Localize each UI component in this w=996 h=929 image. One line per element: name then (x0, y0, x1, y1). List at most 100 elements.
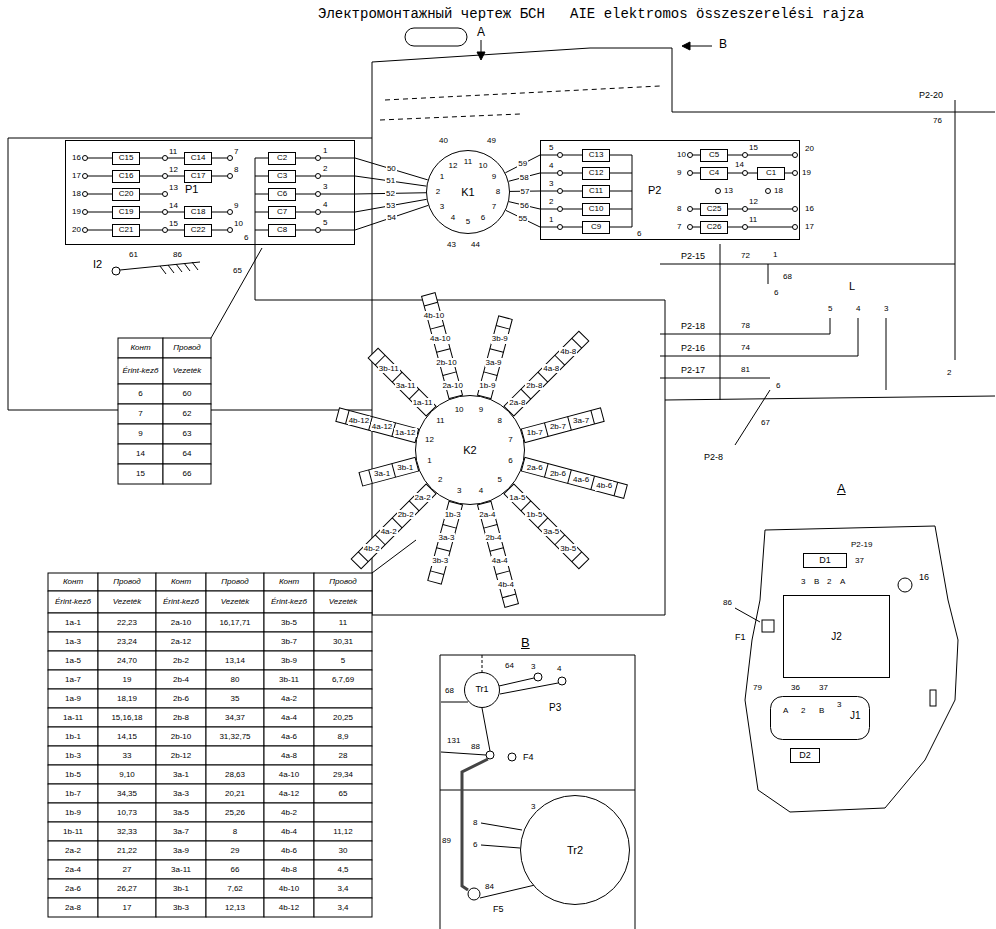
table-cell (314, 670, 372, 689)
drawing-line (735, 390, 770, 445)
switch-ray (521, 457, 627, 498)
table-cell (48, 727, 98, 746)
table-cell (156, 784, 206, 803)
table-cell-text: 4a-6 (265, 732, 313, 741)
table-header: Vezeték (164, 366, 210, 375)
contact-label: 3b-9 (491, 334, 509, 343)
component-label: J1 (850, 710, 861, 721)
ray-divider (484, 372, 498, 376)
table-cell (48, 591, 98, 613)
drawing-circle (83, 156, 88, 161)
drawing-path (380, 114, 520, 120)
table-cell (314, 708, 372, 727)
drawing-polyline (372, 300, 665, 615)
table-cell-text: 3a-7 (157, 827, 205, 836)
drawing-circle (228, 156, 233, 161)
drawing-circle (793, 225, 798, 230)
drawing-g (83, 156, 321, 233)
table-cell-text: 64 (164, 449, 210, 458)
wire-connector (509, 202, 540, 209)
component-label: C11 (589, 187, 603, 196)
ray-divider (358, 552, 368, 562)
table-cell (264, 841, 314, 860)
drawing-line (665, 396, 995, 400)
table-cell-text: 1b-1 (49, 732, 97, 741)
drawing-line (858, 318, 859, 356)
table-cell-text: 1b-11 (49, 827, 97, 836)
table-cell (98, 651, 156, 670)
drawing-circle (163, 228, 168, 233)
callout-number: 5 (548, 143, 554, 152)
table-header: Érint-kező (49, 597, 97, 606)
callout-number: 10 (676, 150, 687, 159)
table-header: Провод (99, 577, 155, 586)
callout-number: 14 (168, 201, 179, 210)
table-cell (264, 573, 314, 591)
component-box: D1 (803, 553, 847, 568)
component-box: C12 (582, 167, 610, 180)
drawing-line (499, 678, 534, 686)
callout-number: 6 (775, 381, 781, 390)
component-label: Tr1 (475, 685, 488, 695)
table-cell-text: 2a-12 (157, 637, 205, 646)
component-box: C22 (184, 224, 212, 237)
table-cell (156, 670, 206, 689)
table-cell (48, 651, 98, 670)
wire-number: 51 (385, 176, 396, 185)
callout-number: 4 (322, 200, 328, 209)
table-cell (98, 727, 156, 746)
callout-number: F1 (734, 632, 747, 642)
callout-number: 20 (804, 144, 815, 153)
drawing-circle (163, 156, 168, 161)
drawing-circle (743, 207, 748, 212)
callout-number: 17 (71, 171, 82, 180)
drawing-line (830, 318, 831, 334)
component-box: C26 (700, 221, 728, 234)
ray-strip (428, 501, 463, 584)
callout-number: B (718, 38, 728, 52)
table-cell (156, 860, 206, 879)
drawing-circle (228, 210, 233, 215)
ray-divider (496, 326, 510, 330)
table-cell (163, 444, 211, 464)
ray-divider (568, 417, 572, 431)
table-cell-text: 1b-3 (49, 751, 97, 760)
table-cell (206, 689, 264, 708)
table-cell-text: 3b-7 (265, 637, 313, 646)
contact-label: 1a-11 (412, 398, 434, 407)
table-cell (314, 860, 372, 879)
ray-divider (544, 464, 548, 478)
ray-divider (443, 372, 457, 376)
drawing-line (768, 264, 769, 284)
table-cell-text: 63 (164, 429, 210, 438)
table-cell (264, 708, 314, 727)
switch-ray (351, 484, 436, 569)
callout-number: A (476, 26, 486, 40)
callout-number: 1 (322, 146, 328, 155)
table-header: Vezeték (207, 597, 263, 606)
switch-ray (336, 408, 419, 443)
contact-label: 4b-12 (348, 416, 370, 425)
table-cell (48, 784, 98, 803)
drawing-circle (83, 192, 88, 197)
contact-label: 3a-5 (542, 527, 560, 536)
table-cell-text: 29 (207, 846, 263, 855)
drawing-circle (112, 267, 120, 275)
drawing-line (481, 823, 522, 830)
drawing-circle (558, 189, 563, 194)
table-cell (48, 765, 98, 784)
drawing-path (745, 526, 958, 812)
contact-label: 3b-11 (378, 364, 400, 373)
ray-strip (477, 316, 512, 399)
wire-number: 55 (517, 214, 528, 223)
table-cell-text: 27 (99, 865, 155, 874)
callout-number: 6 (472, 840, 478, 849)
component-label: C16 (119, 172, 134, 181)
table-cell (98, 670, 156, 689)
ray-strip (477, 501, 518, 607)
table-cell-text: 30,31 (315, 637, 371, 646)
table-cell (48, 898, 98, 917)
component-box: C13 (582, 149, 610, 162)
contact-label: 2b-7 (549, 422, 567, 431)
callout-number: P2-16 (680, 343, 706, 353)
